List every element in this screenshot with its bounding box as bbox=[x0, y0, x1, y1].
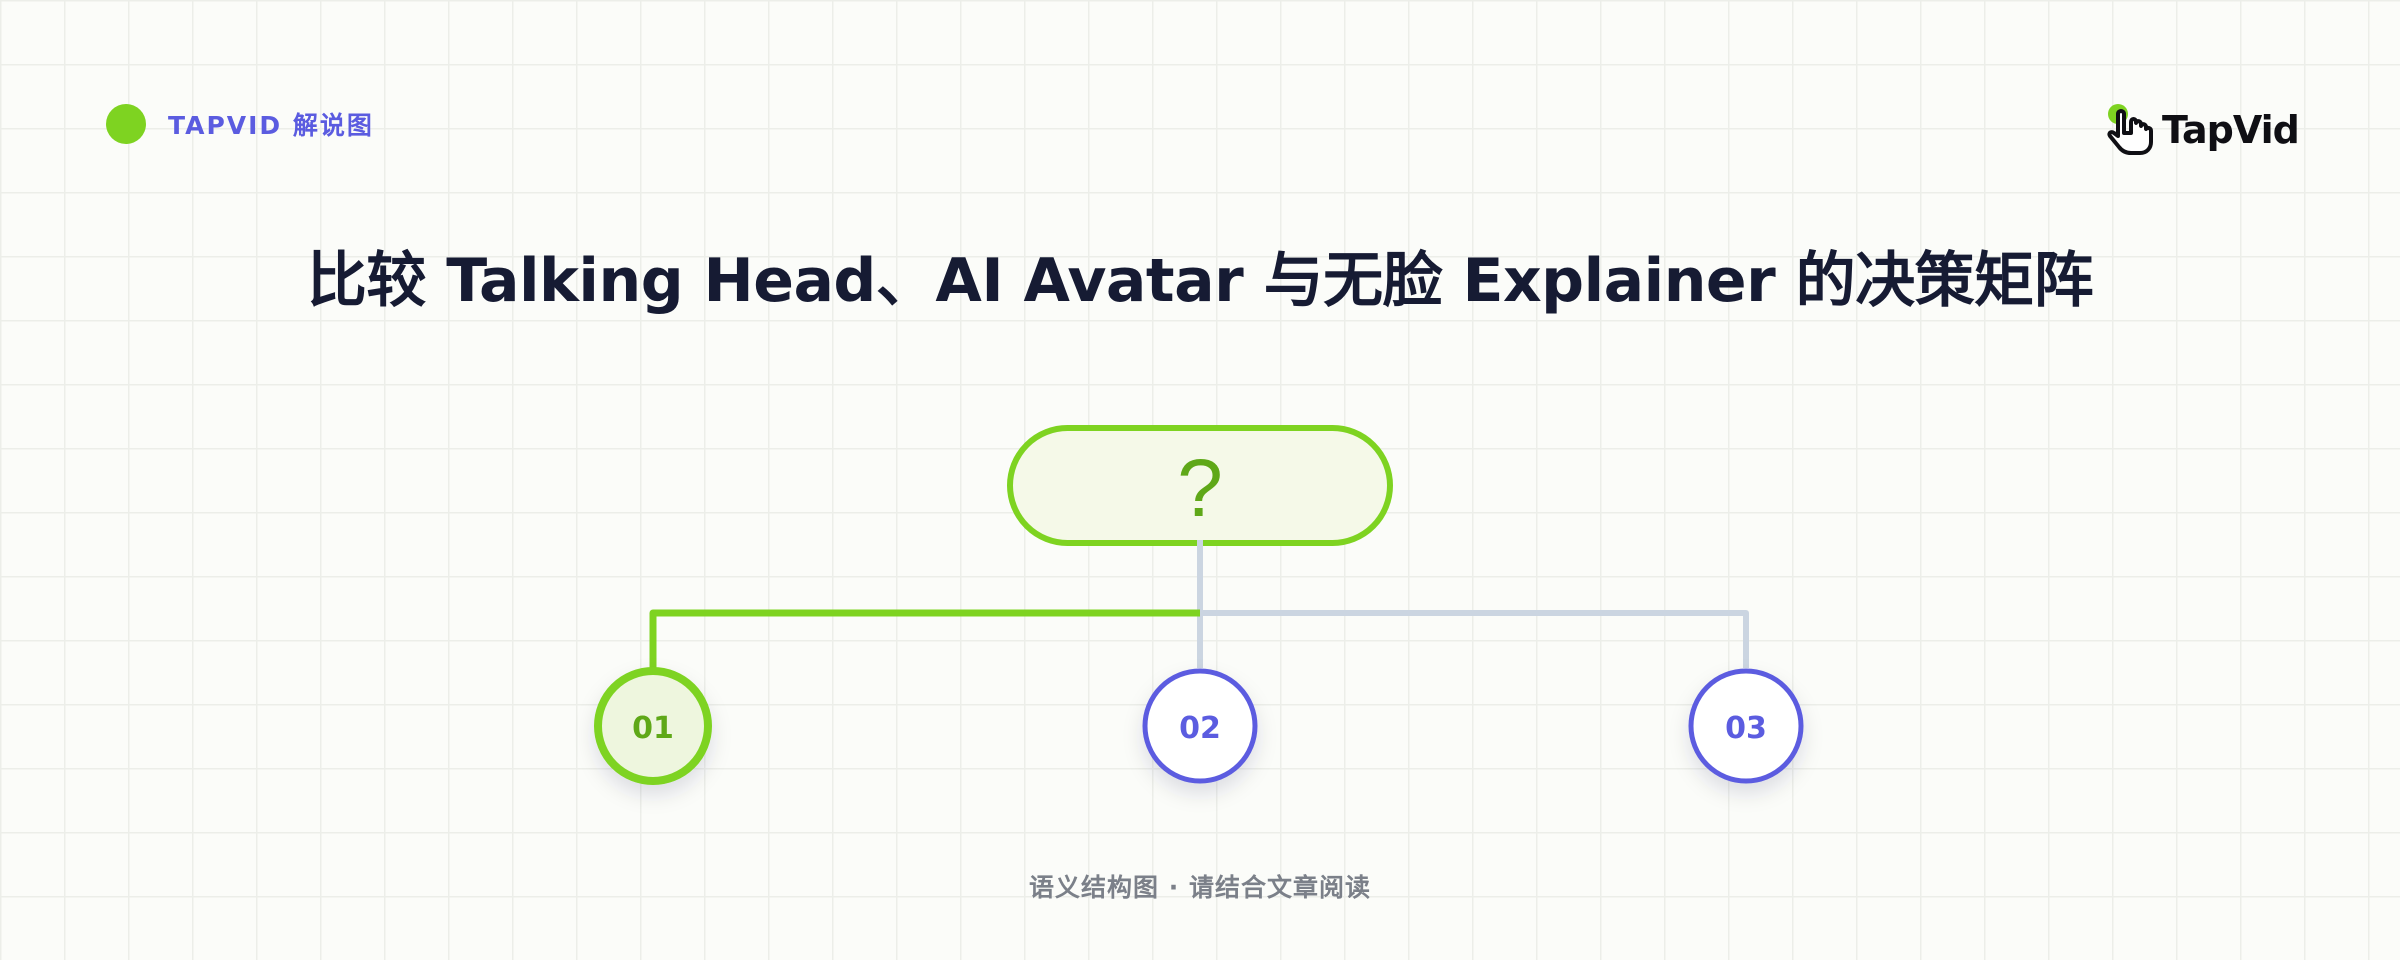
tapvid-logo: TapVid bbox=[2104, 100, 2300, 160]
option-node-02[interactable] bbox=[1142, 668, 1258, 784]
brand-tag: TAPVID 解说图 bbox=[106, 104, 374, 144]
option-node-03[interactable] bbox=[1688, 668, 1804, 784]
option-label-01: 01 bbox=[632, 711, 674, 746]
logo-wordmark: TapVid bbox=[2162, 108, 2300, 152]
connector-line-01 bbox=[649, 609, 1200, 668]
pointing-hand-icon bbox=[2107, 104, 2153, 155]
connector-line-03 bbox=[1197, 540, 1749, 668]
option-node-01[interactable] bbox=[594, 667, 712, 785]
root-question-label: ? bbox=[1177, 443, 1223, 534]
brand-label: TAPVID 解说图 bbox=[168, 111, 374, 140]
footer-caption: 语义结构图 · 请结合文章阅读 bbox=[1029, 873, 1371, 902]
option-label-02: 02 bbox=[1179, 711, 1221, 746]
page-title: 比较 Talking Head、AI Avatar 与无脸 Explainer … bbox=[306, 246, 2094, 316]
brand-dot-icon bbox=[106, 104, 146, 144]
root-question-node: ? bbox=[1007, 425, 1393, 546]
option-label-03: 03 bbox=[1725, 711, 1767, 746]
